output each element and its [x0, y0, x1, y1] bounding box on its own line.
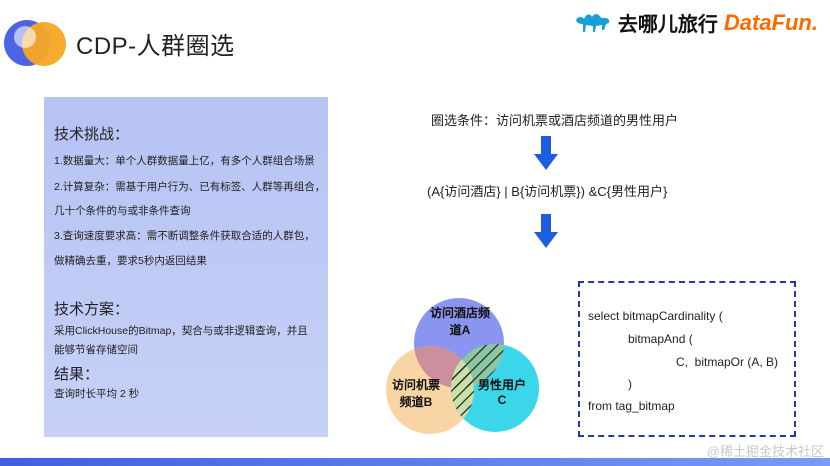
watermark: @稀土掘金技术社区: [706, 444, 824, 459]
venn-label-b-line: 访问机票: [391, 378, 440, 392]
venn-label-c: 男性用户 C: [470, 376, 534, 407]
code-line: C, bitmapOr (A, B): [676, 355, 779, 369]
brand-qunar: 去哪儿旅行: [617, 14, 718, 36]
down-arrow-icon: [534, 214, 558, 248]
page-title: CDP-人群圈选: [76, 33, 235, 60]
sql-code-box: select bitmapCardinality ( bitmapAnd ( C…: [578, 281, 796, 437]
venn-label-c-line: C: [497, 393, 507, 407]
challenge-panel: 技术挑战： 1.数据量大：单个人群数据量上亿，有多个人群组合场景 2.计算复杂：…: [44, 97, 328, 437]
challenge-item: 做精确去重，要求5秒内返回结果: [54, 255, 207, 267]
venn-label-b-line: 频道B: [399, 395, 433, 409]
venn-label-a-line: 道A: [449, 323, 471, 337]
challenge-item: 几十个条件的与或非条件查询: [54, 205, 191, 217]
code-line: from tag_bitmap: [588, 399, 675, 413]
brand-datafun: DataFun.: [723, 9, 818, 35]
bottom-accent-bar: [0, 458, 830, 466]
brand-logos: 去哪儿旅行 DataFun.: [574, 8, 818, 37]
solution-heading: 技术方案：: [54, 301, 130, 318]
selection-condition: 圈选条件：访问机票或酒店频道的男性用户: [431, 113, 679, 128]
challenge-heading: 技术挑战：: [54, 126, 130, 143]
solution-line: 采用ClickHouse的Bitmap，契合与或非逻辑查询，并且: [54, 325, 308, 337]
venn-label-a: 访问酒店频 道A: [422, 304, 498, 338]
code-line: select bitmapCardinality (: [588, 309, 723, 323]
challenge-item: 1.数据量大：单个人群数据量上亿，有多个人群组合场景: [54, 155, 315, 167]
result-text: 查询时长平均 2 秒: [54, 388, 140, 400]
code-line: ): [628, 377, 632, 391]
result-heading: 结果：: [54, 366, 100, 383]
code-line: bitmapAnd (: [628, 332, 693, 346]
challenge-item: 3.查询速度要求高：需不断调整条件获取合适的人群包，: [54, 230, 315, 242]
venn-diagram: 访问酒店频 道A 访问机票 频道B 男性用户 C: [382, 290, 542, 445]
venn-label-c-line: 男性用户: [477, 378, 526, 392]
condition-formula: (A{访问酒店} | B{访问机票}) &C{男性用户}: [427, 184, 668, 199]
challenge-item: 2.计算复杂：需基于用户行为、已有标签、人群等再组合，: [54, 181, 326, 193]
camel-logo-icon: [575, 13, 610, 32]
venn-label-b: 访问机票 频道B: [384, 376, 448, 410]
down-arrow-icon: [534, 136, 558, 170]
solution-line: 能够节省存储空间: [54, 344, 138, 356]
logo-circle-highlight: [14, 26, 36, 48]
logo-circles: [4, 14, 68, 70]
venn-label-a-line: 访问酒店频: [429, 306, 490, 320]
